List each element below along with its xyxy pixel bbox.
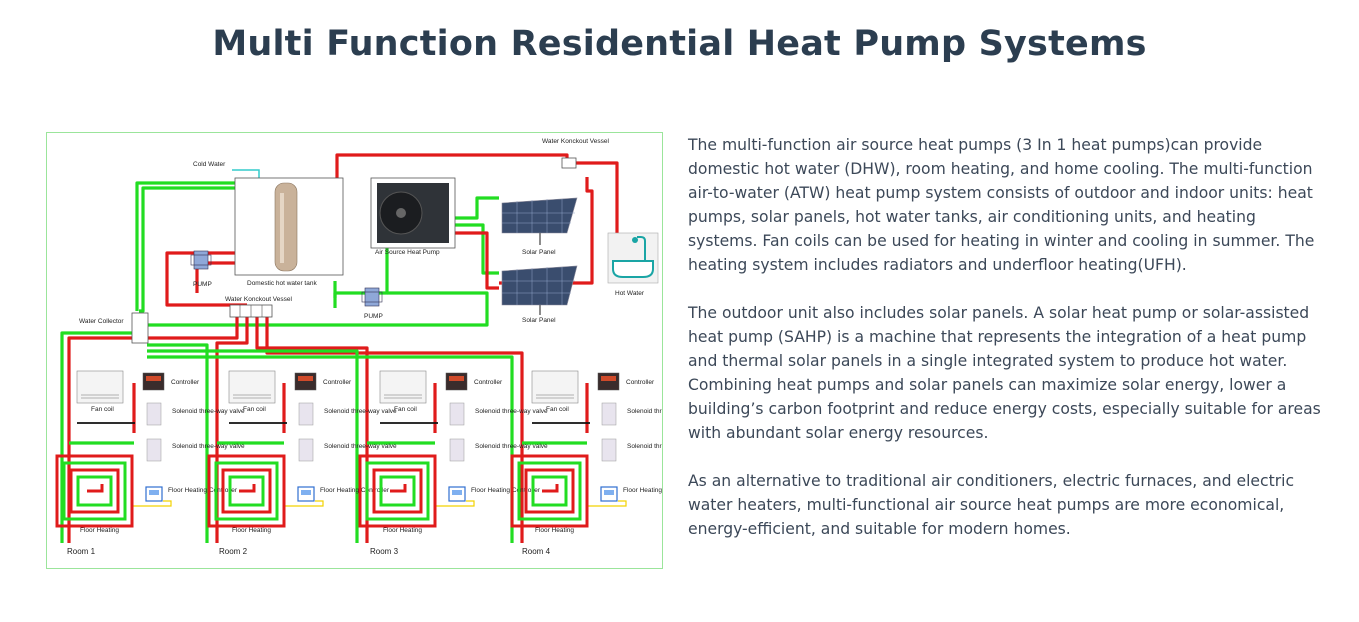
hot-pipe xyxy=(455,231,499,290)
knockout-vessel-top-label: Water Konckout Vessel xyxy=(542,138,610,145)
cold-pipe xyxy=(139,186,235,313)
solenoid-valve-label: Solenoid three-way valve xyxy=(475,443,548,450)
controller-label: Controller xyxy=(323,379,352,386)
description-paragraph-2: The outdoor unit also includes solar pan… xyxy=(688,304,1321,442)
solenoid-valve-icon xyxy=(449,438,465,462)
solenoid-valve-icon xyxy=(146,402,162,426)
cold-pipe xyxy=(147,349,359,543)
room-label: Room 2 xyxy=(219,547,248,556)
solenoid-valve-icon xyxy=(298,438,314,462)
domestic-tank-label: Domestic hot water tank xyxy=(247,280,317,287)
floor-heating-label: Floor Heating xyxy=(232,527,271,534)
floor-heating-controller-label: Floor Heating Controller xyxy=(471,487,541,494)
solenoid-valve-label: Solenoid three-way valve xyxy=(627,443,662,450)
water-collector-label: Water Collector xyxy=(79,318,124,325)
domestic-hot-water-tank xyxy=(234,177,344,276)
description-paragraph-1: The multi-function air source heat pumps… xyxy=(688,136,1315,274)
floor-heating-spiral xyxy=(55,454,134,528)
floor-heating-spiral xyxy=(207,454,286,528)
pump-1-label: PUMP xyxy=(193,281,212,288)
solenoid-valve-icon xyxy=(449,402,465,426)
hot-pipe xyxy=(255,315,369,543)
air-source-pump-label: Air Source Heat Pump xyxy=(375,249,440,256)
floor-heating-controller-label: Floor Heating Controller xyxy=(623,487,662,494)
solenoid-valve-label: Solenoid three-way valve xyxy=(627,408,662,415)
floor-heating-spiral xyxy=(510,454,589,528)
controller-label: Controller xyxy=(474,379,503,386)
controller-label: Controller xyxy=(171,379,200,386)
floor-heating-controller-label: Floor Heating Controller xyxy=(320,487,390,494)
solar-panel-2-label: Solar Panel xyxy=(522,317,556,324)
cold-pipe xyxy=(455,223,499,275)
hot-pipe xyxy=(67,315,239,543)
solenoid-valve-label: Solenoid three-way valve xyxy=(172,443,245,450)
hot-pipe xyxy=(567,161,619,233)
solar-panel-1 xyxy=(501,197,578,245)
cold-pipe xyxy=(135,181,235,311)
hot-water-label: Hot Water xyxy=(615,290,645,297)
cold-water-label: Cold Water xyxy=(193,161,226,168)
floor-heating-label: Floor Heating xyxy=(383,527,422,534)
floor-heating-controller-label: Floor Heating Controller xyxy=(168,487,238,494)
knockout-vessel-middle-label: Water Konckout Vessel xyxy=(225,296,293,303)
solar-panel-2 xyxy=(501,265,578,315)
controller-icon xyxy=(445,372,468,391)
controller-label: Controller xyxy=(626,379,655,386)
solenoid-valve-label: Solenoid three-way valve xyxy=(172,408,245,415)
cold-pipe xyxy=(60,331,139,543)
floor-heating-spiral xyxy=(358,454,437,528)
floor-heating-label: Floor Heating xyxy=(535,527,574,534)
fan-coil-label: Fan coil xyxy=(243,406,266,413)
page-title: Multi Function Residential Heat Pump Sys… xyxy=(212,24,1147,64)
cold-pipe xyxy=(387,291,489,303)
pump-2-icon xyxy=(361,287,383,307)
pump-2-label: PUMP xyxy=(364,313,383,320)
fan-coil-label: Fan coil xyxy=(394,406,417,413)
description-text: The multi-function air source heat pumps… xyxy=(688,133,1328,565)
heat-pump-system-diagram: Cold Water Water Konckout Vessel Domesti… xyxy=(46,132,663,569)
solenoid-valve-icon xyxy=(298,402,314,426)
air-source-heat-pump xyxy=(370,177,456,249)
fan-coil-label: Fan coil xyxy=(546,406,569,413)
cold-pipe xyxy=(333,243,389,308)
description-paragraph-3: As an alternative to traditional air con… xyxy=(688,472,1295,538)
room-label: Room 4 xyxy=(522,547,551,556)
water-collector xyxy=(131,312,149,344)
controller-icon xyxy=(294,372,317,391)
cold-pipe xyxy=(455,196,499,220)
solenoid-valve-label: Solenoid three-way valve xyxy=(324,408,397,415)
hot-pipe xyxy=(265,315,524,543)
fan-coil-label: Fan coil xyxy=(91,406,114,413)
solar-panel-1-label: Solar Panel xyxy=(522,249,556,256)
knockout-vessel-middle xyxy=(229,304,273,318)
knockout-vessel-top xyxy=(561,157,577,169)
room-label: Room 1 xyxy=(67,547,96,556)
solenoid-valve-icon xyxy=(146,438,162,462)
solenoid-valve-icon xyxy=(601,438,617,462)
solenoid-valve-icon xyxy=(601,402,617,426)
floor-heating-label: Floor Heating xyxy=(80,527,119,534)
solenoid-valve-label: Solenoid three-way valve xyxy=(475,408,548,415)
room-label: Room 3 xyxy=(370,547,399,556)
pump-1-icon xyxy=(190,250,212,270)
controller-icon xyxy=(142,372,165,391)
bathtub-icon xyxy=(607,232,659,284)
controller-icon xyxy=(597,372,620,391)
solenoid-valve-label: Solenoid three-way valve xyxy=(324,443,397,450)
cold-pipe xyxy=(147,343,209,543)
